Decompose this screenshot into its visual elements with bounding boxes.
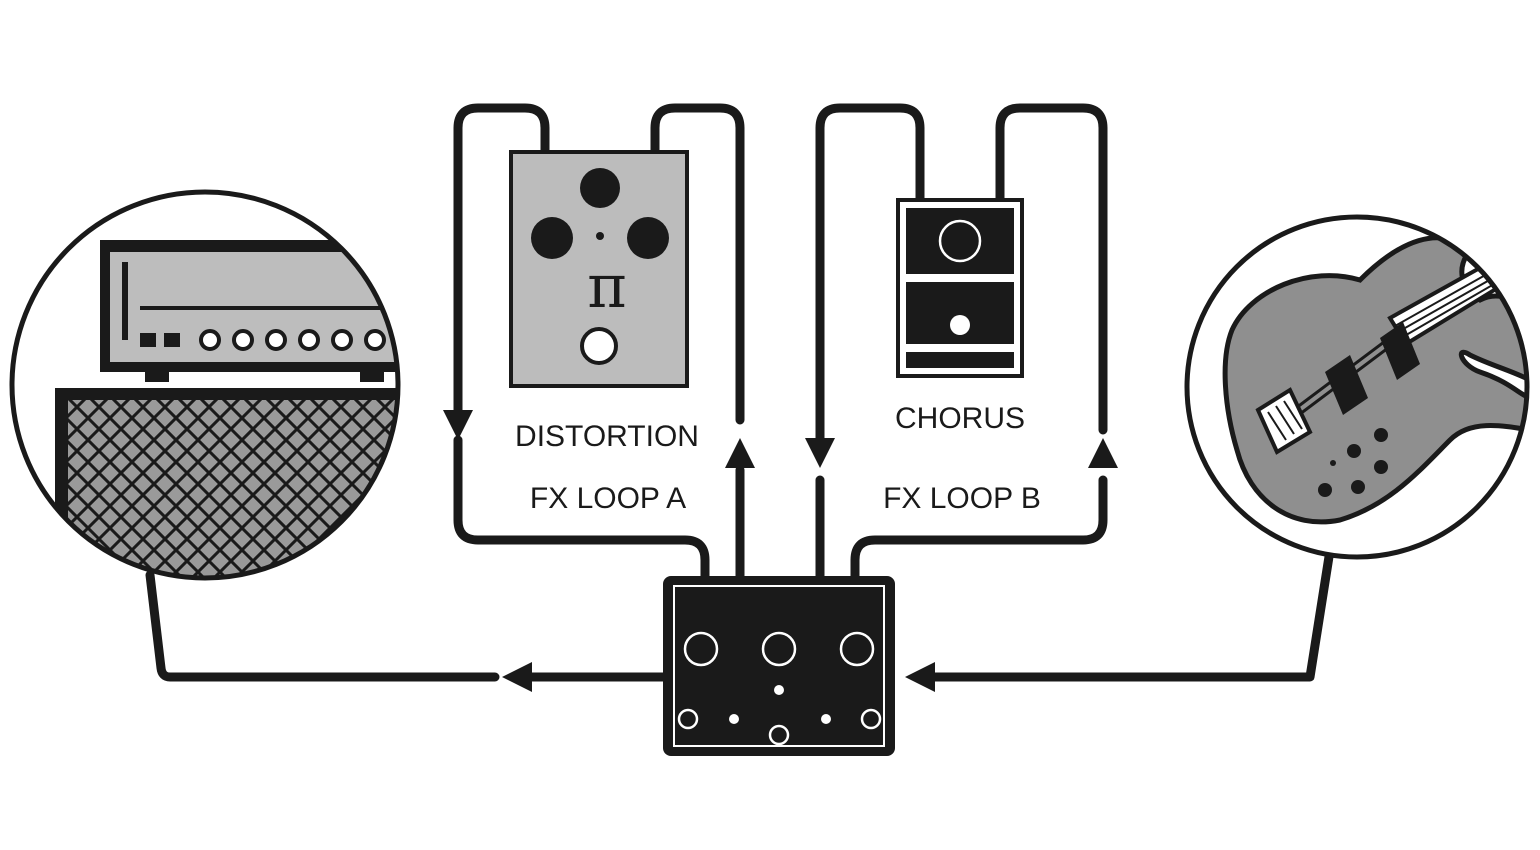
cable-amp-return xyxy=(145,570,500,682)
arrow-to-amp-icon xyxy=(502,662,532,692)
cables xyxy=(145,103,1339,682)
cable-loop-b-top-left xyxy=(815,103,925,445)
fx-loop-b-label: FX LOOP B xyxy=(883,482,1041,515)
arrow-loop-b-up-icon xyxy=(1088,438,1118,468)
arrow-loop-a-down-icon xyxy=(443,410,473,440)
chorus-pedal-icon xyxy=(896,198,1024,378)
arrows xyxy=(443,410,1118,692)
distortion-pedal-icon: π xyxy=(509,150,689,388)
cable-guitar-to-switcher xyxy=(930,520,1339,682)
pi-symbol: π xyxy=(587,252,626,322)
distortion-label: DISTORTION xyxy=(515,420,699,453)
fx-loop-switcher-icon xyxy=(663,576,895,756)
arrow-into-switcher-icon xyxy=(905,662,935,692)
cable-loop-a-send xyxy=(453,435,710,585)
bass-guitar-icon xyxy=(1184,214,1530,560)
arrow-loop-a-up-icon xyxy=(725,438,755,468)
cable-loop-b-top-right xyxy=(995,103,1108,435)
cable-loop-a-top-right xyxy=(650,103,745,425)
cable-loop-b-return xyxy=(850,475,1108,585)
cable-loop-a-top-left xyxy=(453,103,550,415)
fx-loop-a-label: FX LOOP A xyxy=(530,482,686,515)
chorus-label: CHORUS xyxy=(895,402,1025,435)
amplifier-icon xyxy=(9,189,401,581)
arrow-loop-b-down-icon xyxy=(805,438,835,468)
